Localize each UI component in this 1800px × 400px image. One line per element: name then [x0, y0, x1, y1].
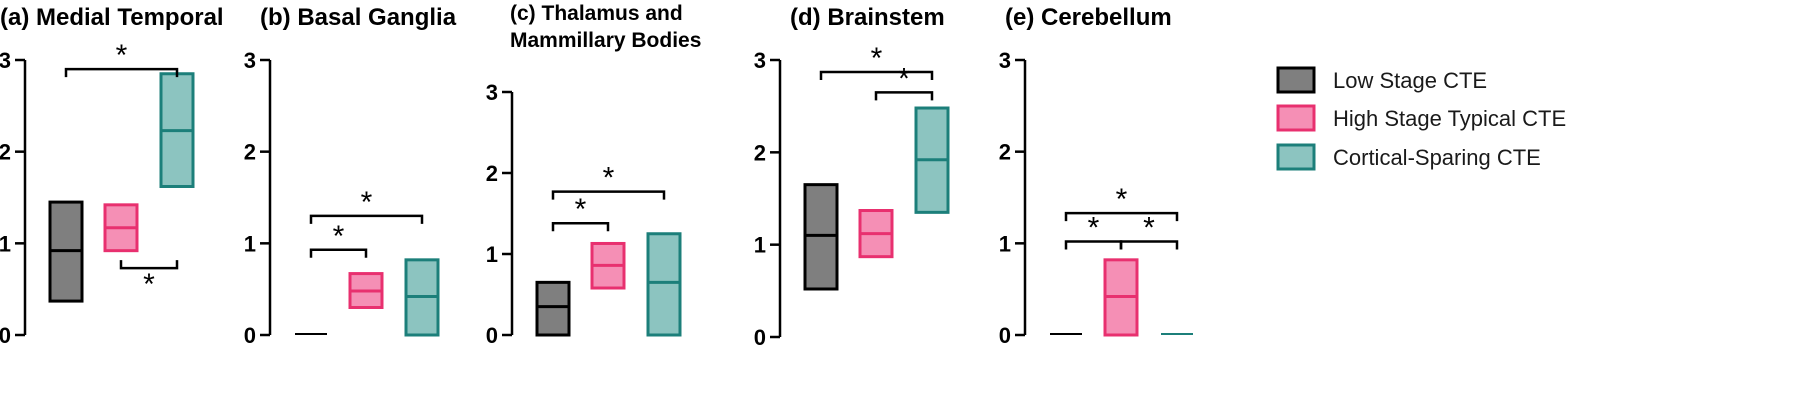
panel-title-line: (d) Brainstem	[790, 4, 945, 31]
significance-star: *	[1143, 212, 1155, 245]
panel-title-line: (c) Thalamus and	[510, 2, 683, 25]
y-tick-label: 3	[999, 48, 1011, 73]
panel-title: (b) Basal Ganglia	[260, 4, 457, 31]
panel-0: (a) Medial Temporal 0 1 2 3 * *	[0, 4, 224, 348]
significance-bracket	[64, 67, 179, 78]
significance-bracket	[819, 70, 934, 81]
legend-label: Low Stage CTE	[1333, 68, 1487, 93]
y-tick-label: 0	[244, 323, 256, 348]
significance-star: *	[575, 193, 587, 226]
significance-star: *	[116, 39, 128, 72]
y-tick-label: 2	[754, 140, 766, 165]
panel-title: (d) Brainstem	[790, 4, 945, 31]
y-tick-label: 2	[486, 161, 498, 186]
y-tick-label: 0	[0, 323, 11, 348]
y-tick-label: 1	[754, 233, 766, 258]
y-tick-label: 1	[999, 231, 1011, 256]
y-tick-label: 3	[754, 48, 766, 73]
panel-title-line: (e) Cerebellum	[1005, 4, 1172, 31]
significance-star: *	[361, 186, 373, 219]
legend-label: High Stage Typical CTE	[1333, 106, 1566, 131]
legend: Low Stage CTE High Stage Typical CTE Corti…	[1276, 66, 1566, 171]
significance-star: *	[143, 268, 155, 301]
significance-star: *	[1088, 212, 1100, 245]
panel-3: (d) Brainstem 0 1 2 3 * *	[754, 4, 950, 350]
legend-label: Cortical-Sparing CTE	[1333, 145, 1541, 170]
panel-title-line: (b) Basal Ganglia	[260, 4, 457, 31]
box	[646, 232, 682, 337]
legend-swatch	[1276, 104, 1316, 132]
y-tick-label: 1	[244, 231, 256, 256]
y-tick-label: 3	[486, 80, 498, 105]
legend-swatch	[1276, 143, 1316, 171]
significance-star: *	[1116, 183, 1128, 216]
panel-title: (a) Medial Temporal	[0, 4, 224, 31]
y-tick-label: 1	[486, 242, 498, 267]
significance-bracket	[309, 214, 424, 224]
panel-title: (e) Cerebellum	[1005, 4, 1172, 31]
significance-star: *	[603, 162, 615, 195]
y-tick-label: 2	[999, 140, 1011, 165]
y-tick-label: 0	[486, 323, 498, 348]
panel-title-line: Mammillary Bodies	[510, 29, 701, 52]
y-tick-label: 0	[754, 325, 766, 350]
significance-bracket	[309, 248, 368, 258]
significance-bracket	[119, 260, 179, 270]
panel-4: (e) Cerebellum 0 1 2 3 * * *	[999, 4, 1193, 348]
y-tick-label: 3	[0, 48, 11, 73]
y-tick-label: 3	[244, 48, 256, 73]
significance-star: *	[898, 62, 910, 95]
significance-bracket	[1119, 240, 1179, 250]
legend-swatch	[1276, 66, 1316, 94]
y-tick-label: 0	[999, 323, 1011, 348]
y-tick-label: 1	[0, 231, 11, 256]
y-tick-label: 2	[244, 140, 256, 165]
significance-star: *	[871, 42, 883, 75]
box	[535, 280, 571, 337]
y-tick-label: 2	[0, 140, 11, 165]
panel-1: (b) Basal Ganglia 0 1 2 3 * *	[244, 4, 457, 348]
significance-bracket	[1064, 211, 1179, 222]
panel-title-line: (a) Medial Temporal	[0, 4, 224, 31]
significance-bracket	[551, 221, 610, 232]
significance-bracket	[874, 91, 934, 101]
significance-bracket	[551, 190, 666, 200]
significance-star: *	[333, 220, 345, 253]
